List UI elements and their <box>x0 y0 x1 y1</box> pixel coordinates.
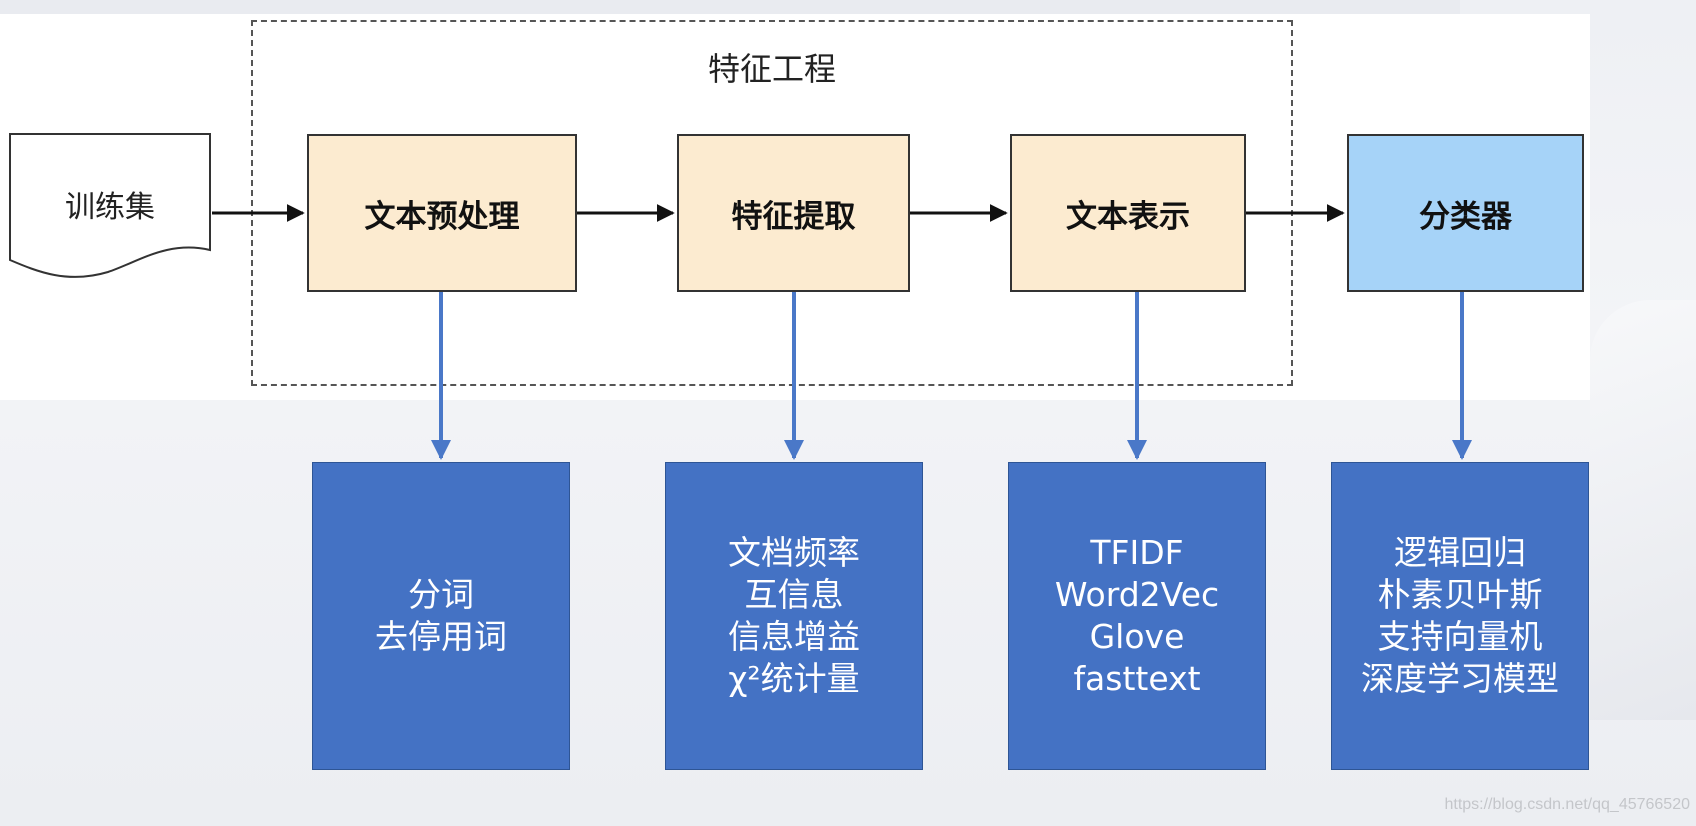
group-title: 特征工程 <box>707 50 836 88</box>
detail-preprocess: 分词 去停用词 <box>312 462 570 770</box>
step-classifier: 分类器 <box>1347 134 1584 292</box>
step-preprocess: 文本预处理 <box>307 134 577 292</box>
detail-line: 支持向量机 <box>1377 617 1543 656</box>
detail-line: 深度学习模型 <box>1361 659 1559 698</box>
detail-line: 互信息 <box>744 575 844 614</box>
detail-line: 文档频率 <box>728 533 860 572</box>
detail-line: χ²统计量 <box>728 659 860 698</box>
detail-classifier: 逻辑回归 朴素贝叶斯 支持向量机 深度学习模型 <box>1331 462 1589 770</box>
detail-line: 逻辑回归 <box>1394 533 1526 572</box>
background-top-strip <box>0 0 1460 16</box>
detail-feature-extraction: 文档频率 互信息 信息增益 χ²统计量 <box>665 462 923 770</box>
detail-line: Glove <box>1089 617 1185 656</box>
training-set-document-shape <box>9 133 211 278</box>
detail-line: 朴素贝叶斯 <box>1377 575 1543 614</box>
detail-line: 分词 <box>408 575 474 614</box>
detail-line: Word2Vec <box>1054 575 1220 614</box>
detail-line: fasttext <box>1073 659 1201 698</box>
detail-line: TFIDF <box>1090 533 1184 572</box>
background-side-panel <box>1590 300 1696 720</box>
detail-line: 信息增益 <box>728 617 860 656</box>
watermark: https://blog.csdn.net/qq_45766520 <box>1444 796 1690 813</box>
step-text-representation: 文本表示 <box>1010 134 1246 292</box>
detail-text-representation: TFIDF Word2Vec Glove fasttext <box>1008 462 1266 770</box>
training-set-label: 训练集 <box>65 190 155 225</box>
step-feature-extraction: 特征提取 <box>677 134 910 292</box>
detail-line: 去停用词 <box>375 617 507 656</box>
feature-engineering-group: 特征工程 <box>251 20 1293 386</box>
